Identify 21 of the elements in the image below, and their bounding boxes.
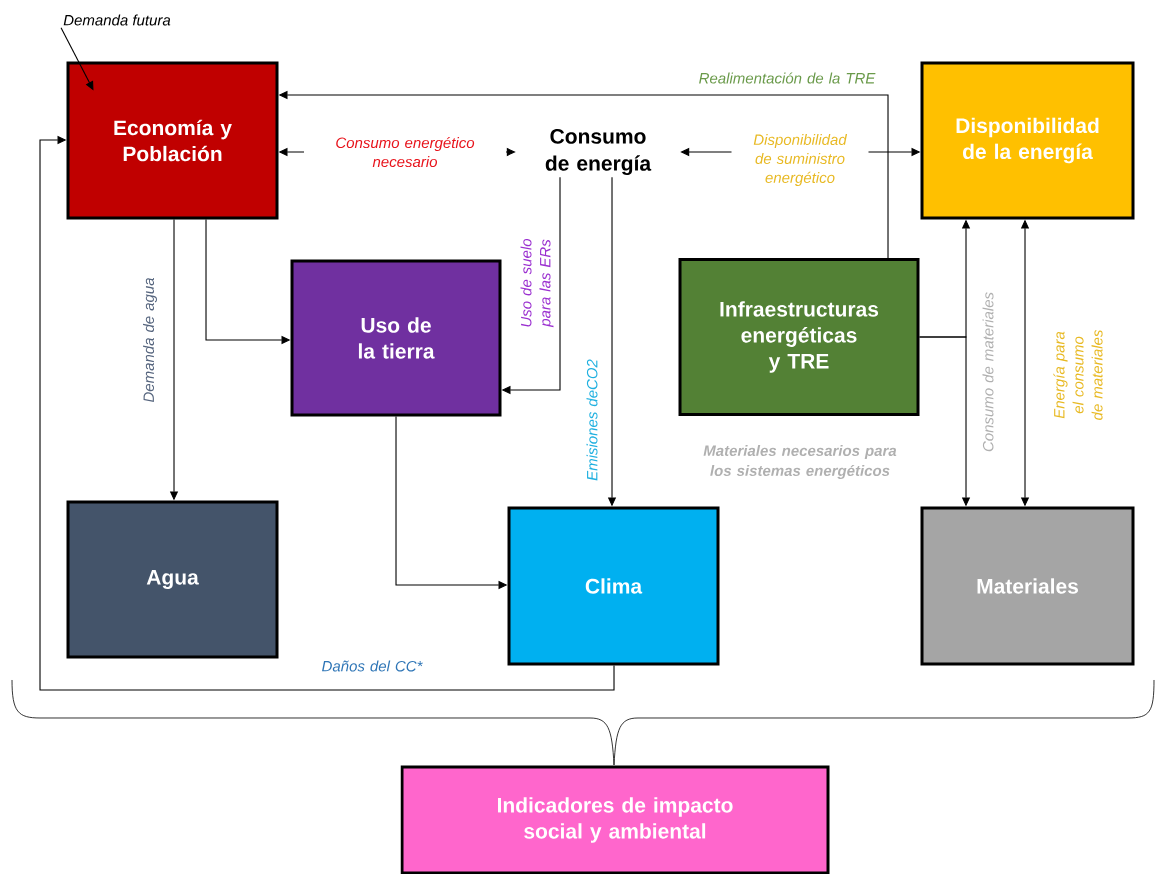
edge-label: Emisiones deCO2: [586, 359, 598, 481]
arrow: [39, 135, 615, 691]
process-box: Uso de la tierra: [290, 259, 502, 417]
process-box: Infraestructuras energéticas y TRE: [678, 258, 920, 416]
edge-label: Daños del CC*: [322, 660, 423, 672]
edge-label: Uso de suelo para las ERs: [520, 238, 554, 328]
process-box: Indicadores de impacto social y ambiental: [400, 765, 830, 874]
process-box: Agua: [66, 500, 279, 659]
edge-label: Consumo energético necesario: [304, 135, 506, 169]
edge-label: Consumo de materiales: [982, 292, 994, 452]
process-box: Disponibilidad de la energía: [920, 61, 1135, 220]
edge-label: Realimentación de la TRE: [699, 72, 876, 84]
process-box: Clima: [507, 506, 720, 666]
text-label: Consumo de energía: [545, 128, 652, 176]
annotation-text: Demanda futura: [63, 14, 171, 26]
edge-label: Demanda de agua: [143, 278, 157, 403]
edge-label: Energía para el consumo de materiales: [1053, 329, 1103, 420]
process-box: Economía y Población: [66, 61, 279, 220]
process-box: Materiales: [920, 506, 1135, 666]
edge-label: Disponibilidad de suministro energético: [731, 133, 869, 187]
caption-text: Materiales necesarios para los sistemas energéticos: [703, 445, 897, 479]
